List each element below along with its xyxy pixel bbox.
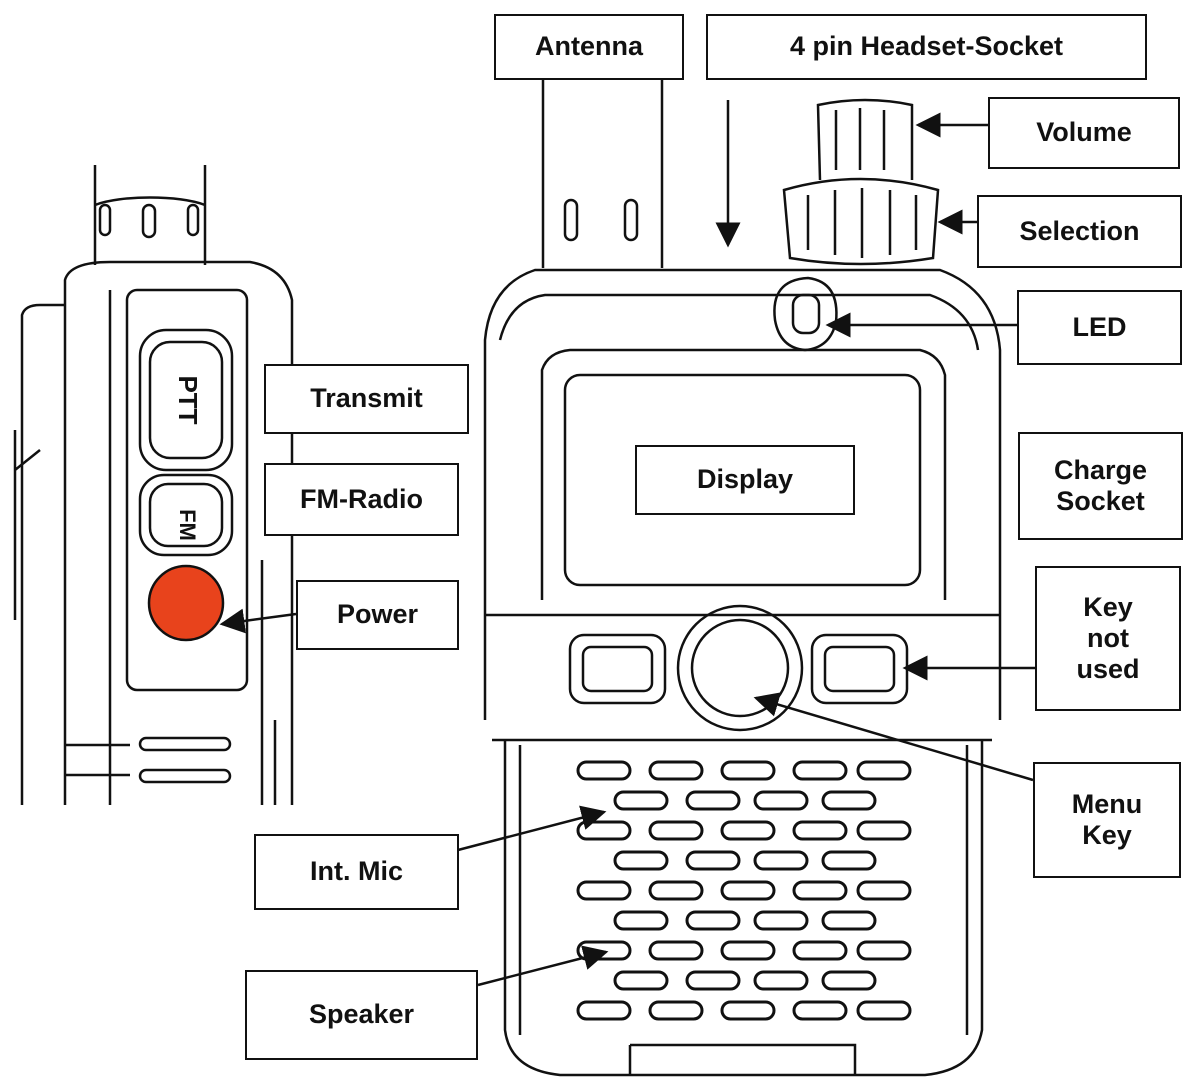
fm-button-mark: FM: [175, 509, 200, 541]
radio-side-view: [13, 165, 294, 805]
speaker-arrow: [477, 945, 609, 987]
charge-socket-line2: Socket: [1056, 486, 1145, 516]
ptt-button-mark: PTT: [173, 375, 203, 424]
key-not-used-line2: not: [1087, 622, 1129, 653]
menu-key-arrow: [753, 692, 1034, 782]
int-mic-label: Int. Mic: [254, 834, 459, 910]
int-mic-arrow: [457, 805, 607, 852]
menu-key-line1: Menu: [1071, 788, 1143, 819]
headset-socket-label: 4 pin Headset-Socket: [706, 14, 1147, 80]
key-not-used-line3: used: [1076, 654, 1140, 685]
transmit-label: Transmit: [264, 364, 469, 434]
menu-key-line2: Key: [1082, 820, 1132, 850]
display-label: Display: [635, 445, 855, 515]
selection-label: Selection: [977, 195, 1182, 268]
speaker-label: Speaker: [245, 970, 478, 1060]
leader-lines: [219, 100, 1035, 987]
key-not-used-line1: Key: [1083, 591, 1133, 622]
led-label: LED: [1017, 290, 1182, 365]
power-button: [147, 564, 225, 642]
power-label: Power: [296, 580, 459, 650]
volume-label: Volume: [988, 97, 1180, 169]
radio-front-view: [483, 80, 1002, 1077]
fm-radio-label: FM-Radio: [264, 463, 459, 536]
antenna-label: Antenna: [494, 14, 684, 80]
power-arrow: [219, 608, 297, 634]
charge-socket-label: Charge Socket: [1018, 432, 1183, 540]
charge-socket-line1: Charge: [1053, 454, 1148, 485]
menu-key-label: Menu Key: [1033, 762, 1181, 878]
key-not-used-label: Key not used: [1035, 566, 1181, 711]
